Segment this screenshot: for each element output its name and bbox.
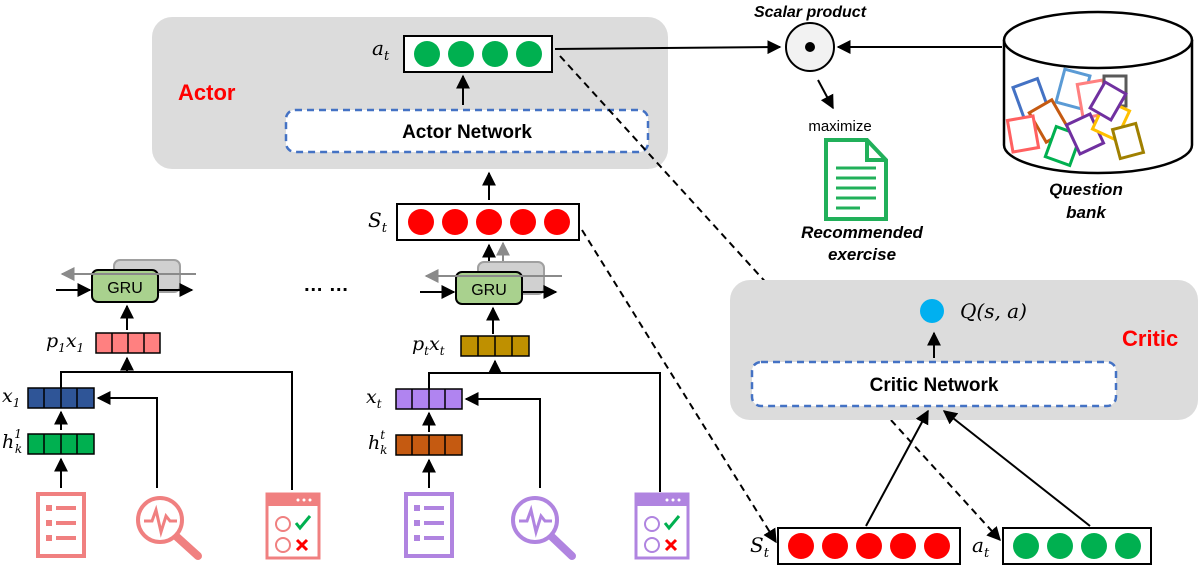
at-dot-1 <box>414 41 440 67</box>
critic-st-dots <box>788 533 950 559</box>
arrow-xt-to-pt <box>428 359 502 389</box>
critic-st-dot-2 <box>822 533 848 559</box>
ptxt-vector <box>460 335 530 357</box>
feedback-form-icon-1 <box>265 492 321 560</box>
critic-at-dots <box>1013 533 1141 559</box>
x1-vector <box>27 387 95 409</box>
at-dot-4 <box>516 41 542 67</box>
document-icon <box>824 138 888 221</box>
q-dot <box>920 299 944 323</box>
st-label: St <box>368 208 388 236</box>
critic-at-dot-1 <box>1013 533 1039 559</box>
maximize-label: maximize <box>808 118 871 135</box>
line-magt-to-xt <box>464 392 541 488</box>
h1-vector <box>27 433 95 455</box>
critic-network-label: Critic Network <box>870 375 999 396</box>
recommended-line1: Recommended <box>801 223 923 242</box>
critic-st-dot-5 <box>924 533 950 559</box>
exercise-list-icon-1 <box>36 492 86 558</box>
at-dot-2 <box>448 41 474 67</box>
question-bank-documents <box>1005 67 1146 168</box>
critic-title: Critic <box>1122 326 1178 351</box>
critic-at-dot-2 <box>1047 533 1073 559</box>
line-mag1-to-x1 <box>96 391 158 488</box>
critic-st-dot-4 <box>890 533 916 559</box>
gru-block-1: GRU <box>56 259 196 303</box>
critic-at-label: at <box>972 533 990 561</box>
arrow-at-to-scalar <box>554 40 782 55</box>
x1-label: x1 <box>2 385 20 410</box>
feedback-form-icon-t <box>634 492 690 560</box>
arrow-scalar-to-maximize <box>817 79 834 110</box>
magnifier-icon-t <box>511 496 576 560</box>
st-dot-2 <box>442 209 468 235</box>
arrow-x1-to-p1 <box>60 356 134 388</box>
sequence-ellipsis: … … <box>303 274 349 296</box>
critic-st-dot-3 <box>856 533 882 559</box>
ptxt-label: ptxt <box>412 333 445 358</box>
at-label: at <box>372 36 390 64</box>
q-label: Q(s, a) <box>960 299 1027 323</box>
p1x1-label: p1x1 <box>46 330 84 355</box>
question-bank-line1: Question <box>1049 180 1123 199</box>
line-form1-to-p1 <box>127 371 293 490</box>
ht-vector <box>395 434 463 456</box>
magnifier-icon-1 <box>136 496 202 560</box>
scalar-product-dot <box>805 42 815 52</box>
gru-block-t: GRU <box>420 261 562 305</box>
st-dot-1 <box>408 209 434 235</box>
arrow-critic-st-to-net <box>865 409 929 527</box>
dashed-st-to-critic <box>581 229 777 544</box>
critic-at-dot-4 <box>1115 533 1141 559</box>
critic-at-dot-3 <box>1081 533 1107 559</box>
critic-st-dot-1 <box>788 533 814 559</box>
actor-title: Actor <box>178 80 236 105</box>
actor-network-box <box>284 108 650 154</box>
arrow-critic-at-to-net <box>942 410 1091 527</box>
at-dot-3 <box>482 41 508 67</box>
exercise-list-icon-t <box>404 492 454 558</box>
st-dot-4 <box>510 209 536 235</box>
xt-label: xt <box>366 386 382 411</box>
xt-vector <box>395 388 463 410</box>
critic-st-label: St <box>750 533 770 561</box>
gru-label-1: GRU <box>107 280 143 297</box>
critic-network-box <box>750 360 1118 408</box>
question-bank-line2: bank <box>1066 203 1107 222</box>
st-dot-3 <box>476 209 502 235</box>
gru-label-t: GRU <box>471 282 507 299</box>
st-dot-5 <box>544 209 570 235</box>
st-vector-dots <box>408 209 570 235</box>
recommended-line2: exercise <box>828 245 896 264</box>
actor-network-label: Actor Network <box>402 122 532 143</box>
at-vector-dots <box>414 41 542 67</box>
p1x1-vector <box>95 332 161 354</box>
line-formt-to-pt <box>495 372 661 492</box>
scalar-product-title: Scalar product <box>754 4 867 21</box>
